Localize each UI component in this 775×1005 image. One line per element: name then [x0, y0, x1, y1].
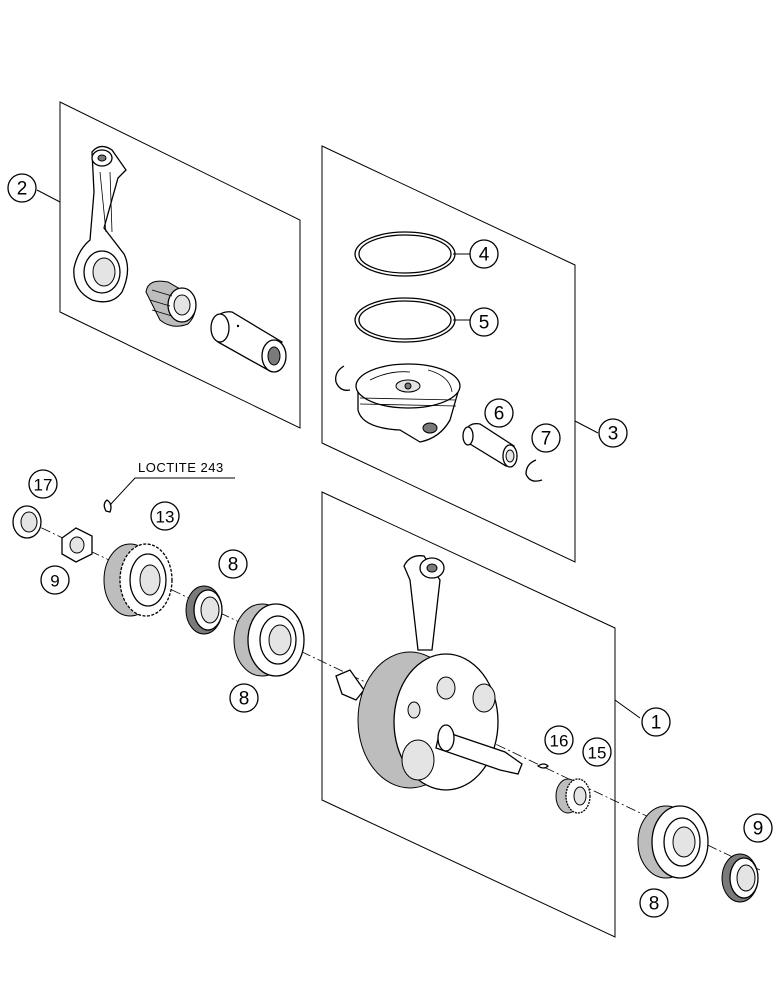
leader-1 — [614, 699, 641, 719]
needle-bearing-drawing — [145, 280, 197, 327]
callout-5-text: 5 — [479, 313, 490, 334]
callout-5[interactable]: 5 — [469, 307, 499, 337]
callout-15[interactable]: 15 — [582, 737, 612, 767]
callout-14-text: 13 — [156, 508, 175, 527]
callout-16[interactable]: 16 — [544, 725, 574, 755]
ball-bearing-8-left-drawing — [233, 603, 305, 677]
callout-2-text: 2 — [17, 179, 28, 200]
crankshaft-drawing — [335, 555, 523, 791]
loctite-leader — [109, 477, 235, 506]
callout-6-text: 6 — [494, 404, 505, 425]
loctite-note: LOCTITE 243 — [138, 460, 224, 475]
crankshaft-frame — [321, 491, 616, 938]
circlip-left-drawing — [335, 365, 351, 391]
connecting-rod-drawing — [73, 145, 129, 303]
callout-9-right[interactable]: 9 — [743, 813, 773, 843]
callout-1-text: 1 — [651, 713, 662, 734]
piston-ring-4-drawing — [354, 231, 456, 277]
piston-ring-5-drawing — [354, 297, 456, 343]
piston-kit-frame — [321, 145, 576, 563]
piston-pin-6-drawing — [462, 422, 518, 468]
callout-4-text: 4 — [479, 245, 490, 266]
ball-bearing-8-right-drawing — [637, 805, 709, 879]
callout-8-right[interactable]: 8 — [639, 888, 669, 918]
callout-7-text: 7 — [541, 429, 552, 450]
woodruff-key-drawing — [103, 499, 112, 513]
seal-ring-9-right-drawing — [721, 853, 759, 903]
woodruff-key-16-drawing — [536, 763, 549, 769]
leader-2 — [36, 189, 61, 203]
callout-8-left-text: 8 — [239, 689, 250, 710]
callout-9-right-text: 9 — [753, 819, 764, 840]
callout-6[interactable]: 6 — [484, 398, 514, 428]
piston-pin-drawing — [210, 311, 287, 373]
callout-13-text: 9 — [50, 572, 59, 591]
callout-8-left[interactable]: 8 — [229, 683, 259, 713]
callout-7[interactable]: 7 — [531, 423, 561, 453]
callout-17[interactable]: 17 — [28, 469, 58, 499]
conrod-kit-frame — [59, 101, 301, 429]
callout-1[interactable]: 1 — [641, 707, 671, 737]
callout-4[interactable]: 4 — [469, 239, 499, 269]
seal-ring-9-left-drawing — [185, 585, 223, 635]
callout-3-text: 3 — [608, 424, 619, 445]
callout-17-text: 17 — [34, 476, 53, 495]
callout-9-left[interactable]: 8 — [218, 549, 248, 579]
piston-drawing — [355, 363, 461, 443]
callout-2[interactable]: 2 — [7, 173, 37, 203]
callout-8-right-text: 8 — [649, 894, 660, 915]
callout-9-left-text: 8 — [228, 555, 239, 576]
nut-13-drawing — [61, 527, 93, 563]
callout-3[interactable]: 3 — [598, 418, 628, 448]
shim-17-drawing — [12, 505, 42, 539]
circlip-7-drawing — [525, 459, 543, 482]
callout-14[interactable]: 13 — [150, 501, 180, 531]
leader-3 — [574, 420, 599, 434]
callout-13[interactable]: 9 — [40, 565, 70, 595]
callout-15-text: 15 — [588, 744, 607, 763]
gear-14-drawing — [103, 543, 173, 617]
gear-15-drawing — [555, 778, 591, 814]
callout-16-text: 16 — [550, 732, 569, 751]
